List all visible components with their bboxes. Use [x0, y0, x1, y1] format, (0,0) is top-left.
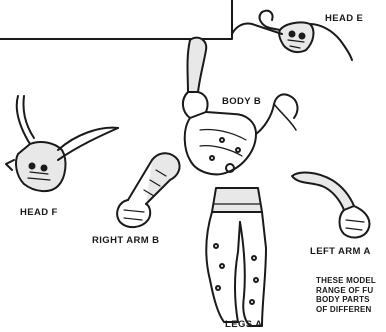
box-frame-line — [0, 0, 232, 39]
caption-line: BODY PARTS — [316, 295, 386, 305]
caption-line: OF DIFFEREN — [316, 305, 386, 315]
legs-a-figure — [206, 188, 266, 326]
left-arm-a-label: LEFT ARM A — [310, 247, 371, 257]
right-arm-b-figure — [117, 153, 179, 227]
head-e-label: HEAD E — [325, 14, 363, 24]
left-arm-a-figure — [292, 173, 369, 238]
body-b-label: BODY B — [222, 97, 261, 107]
right-arm-b-label: RIGHT ARM B — [92, 236, 159, 246]
caption-line: THESE MODEL — [316, 276, 386, 286]
caption-note: THESE MODEL RANGE OF FU BODY PARTS OF DI… — [316, 276, 386, 314]
legs-a-label: LEGS A — [225, 320, 262, 330]
caption-line: RANGE OF FU — [316, 286, 386, 296]
head-f-label: HEAD F — [20, 208, 58, 218]
head-f-figure — [6, 96, 118, 191]
